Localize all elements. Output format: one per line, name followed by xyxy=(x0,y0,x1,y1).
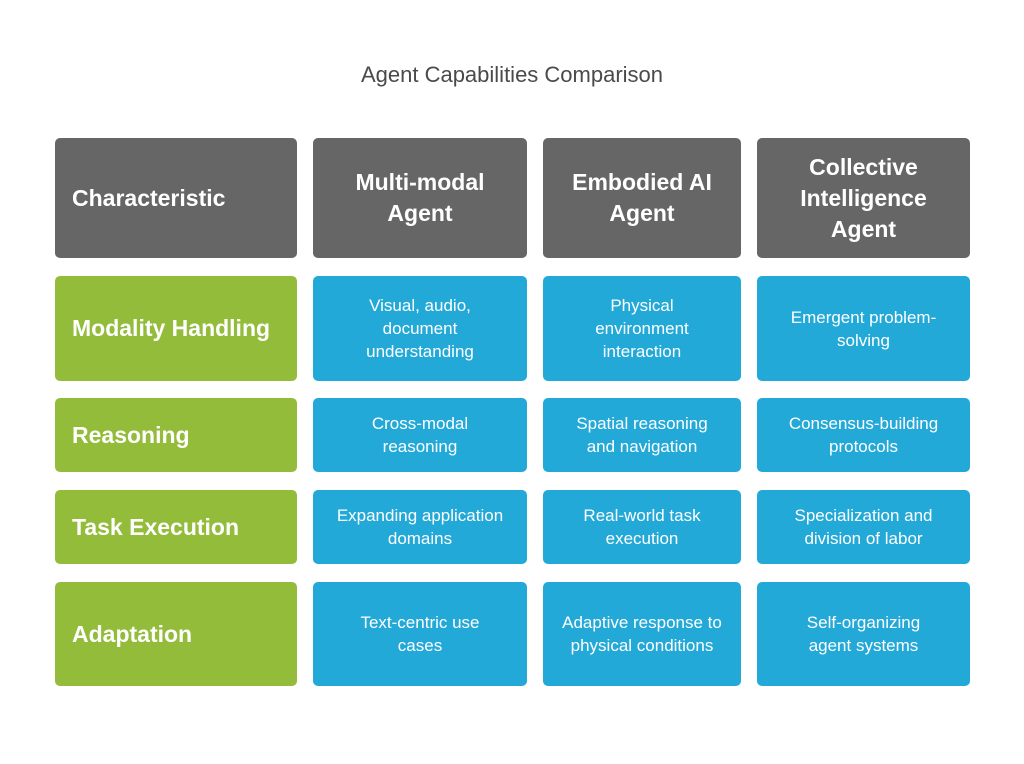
cell-text: Adaptive response to physical conditions xyxy=(562,613,722,655)
row-label-reasoning: Reasoning xyxy=(55,398,297,472)
row-label-adaptation: Adaptation xyxy=(55,582,297,686)
row-label-task-execution: Task Execution xyxy=(55,490,297,564)
value-cell: Adaptive response to physical conditions xyxy=(543,582,741,686)
cell-text: Physical environment interaction xyxy=(595,296,689,361)
header-cell-characteristic: Characteristic xyxy=(55,138,297,258)
cell-text: Visual, audio, document understanding xyxy=(366,296,474,361)
cell-text: Expanding application domains xyxy=(336,506,504,548)
cell-text: Emergent problem-solving xyxy=(790,307,937,350)
row-label: Reasoning xyxy=(72,421,190,448)
row-label: Modality Handling xyxy=(72,315,271,341)
header-label: Embodied AI Agent xyxy=(572,169,712,226)
value-cell: Text-centric use cases xyxy=(313,582,527,686)
header-label: Multi-modal Agent xyxy=(355,169,485,226)
row-label: Adaptation xyxy=(72,620,193,647)
value-cell: Visual, audio, document understanding xyxy=(313,276,527,381)
header-cell-multimodal: Multi-modal Agent xyxy=(313,138,527,258)
value-cell: Specialization and division of labor xyxy=(757,490,970,564)
value-cell: Expanding application domains xyxy=(313,490,527,564)
header-cell-collective: Collective Intelligence Agent xyxy=(757,138,970,258)
header-label: Characteristic xyxy=(72,184,226,211)
row-label-modality-handling: Modality Handling xyxy=(55,276,297,381)
cell-text: Consensus-building protocols xyxy=(788,414,939,456)
cell-text: Specialization and division of labor xyxy=(794,506,933,548)
cell-text: Spatial reasoning and navigation xyxy=(576,414,708,456)
header-cell-embodied: Embodied AI Agent xyxy=(543,138,741,258)
value-cell: Cross-modal reasoning xyxy=(313,398,527,472)
value-cell: Real-world task execution xyxy=(543,490,741,564)
cell-text: Text-centric use cases xyxy=(360,613,480,655)
value-cell: Emergent problem-solving xyxy=(757,276,970,381)
value-cell: Physical environment interaction xyxy=(543,276,741,381)
row-label: Task Execution xyxy=(72,513,240,540)
cell-text: Self-organizing agent systems xyxy=(806,613,921,655)
value-cell: Spatial reasoning and navigation xyxy=(543,398,741,472)
value-cell: Consensus-building protocols xyxy=(757,398,970,472)
cell-text: Cross-modal reasoning xyxy=(371,414,469,456)
header-label: Collective Intelligence Agent xyxy=(800,153,927,242)
cell-text: Real-world task execution xyxy=(583,506,701,548)
page-title: Agent Capabilities Comparison xyxy=(360,62,664,87)
value-cell: Self-organizing agent systems xyxy=(757,582,970,686)
